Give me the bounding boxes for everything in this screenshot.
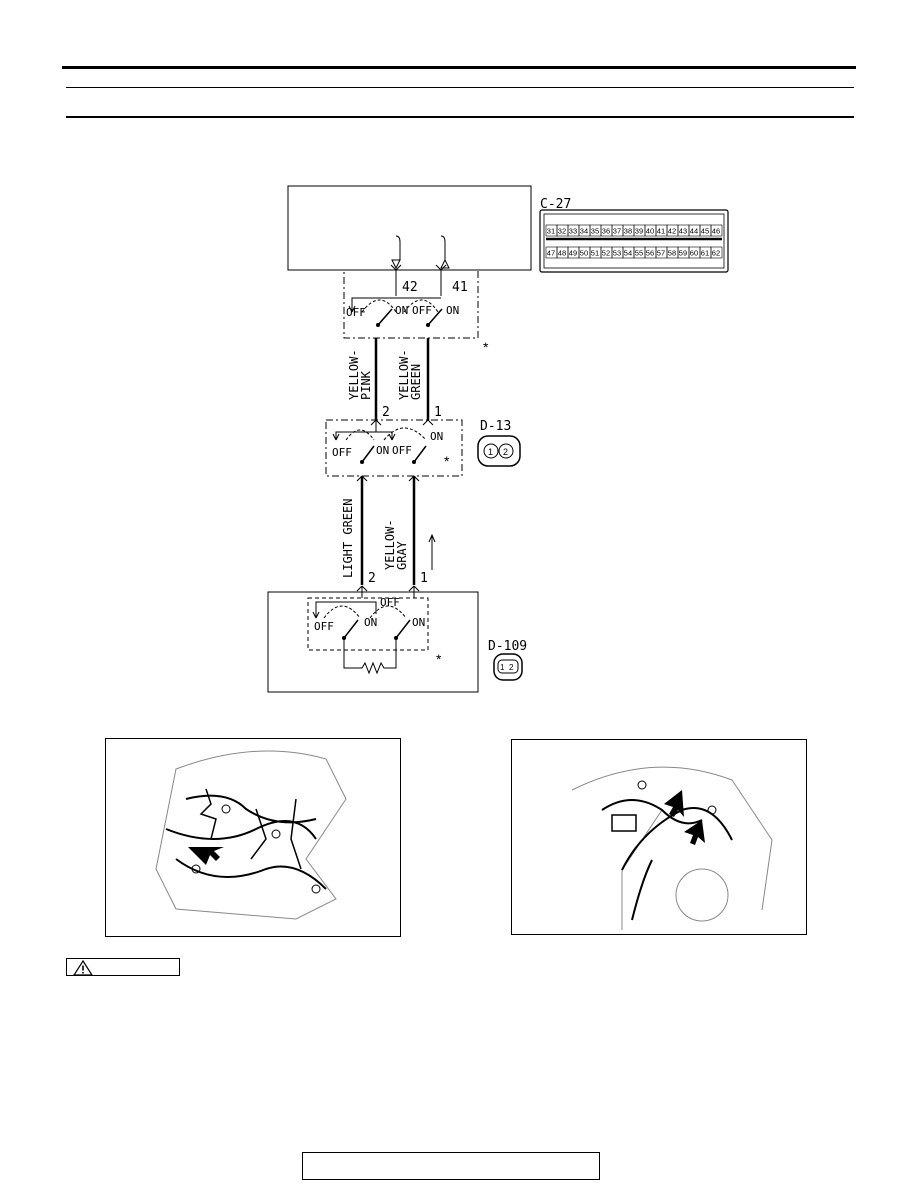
d109-asterisk: * <box>436 651 442 667</box>
c27-pin-number: 54 <box>624 249 632 258</box>
c27-pin-number: 41 <box>657 227 665 236</box>
c27-label: C-27 <box>540 197 571 212</box>
c27-pin-number: 48 <box>558 249 566 258</box>
wire-yellow-gray-label: YELLOW-GRAY <box>383 519 409 570</box>
c27-pin-number: 56 <box>646 249 654 258</box>
c27-pin-number: 55 <box>635 249 643 258</box>
header-bottom-rule <box>66 116 854 118</box>
c27-pin-number: 50 <box>580 249 588 258</box>
d13-connector <box>477 435 521 467</box>
wire-light-green-label: LIGHT GREEN <box>341 499 355 578</box>
d109-conn-pin-2: 2 <box>509 663 514 672</box>
locator-arrow-icon-2 <box>684 820 705 845</box>
c27-pin-number: 38 <box>624 227 632 236</box>
ecu-sw-on-2: ON <box>446 304 459 317</box>
d109-pin-1: 1 <box>420 571 428 586</box>
d13-pin-1: 1 <box>434 405 442 420</box>
warning-triangle-icon <box>73 960 93 976</box>
locator-arrow-icon-1 <box>664 790 684 817</box>
c27-pin-number: 47 <box>547 249 555 258</box>
c27-pin-number: 57 <box>657 249 665 258</box>
c27-pin-cell <box>710 246 723 259</box>
c27-pin-number: 32 <box>558 227 566 236</box>
ecu-terminal-42 <box>391 235 401 270</box>
d109-label: D-109 <box>488 639 527 654</box>
c27-pin-number: 43 <box>679 227 687 236</box>
c27-pin-number: 58 <box>668 249 676 258</box>
c27-pin-number: 40 <box>646 227 654 236</box>
d109-switch-box <box>307 597 429 651</box>
c27-pin-cell <box>710 224 723 237</box>
c27-pin-number: 59 <box>679 249 687 258</box>
c27-pin-number: 34 <box>580 227 588 236</box>
c27-pin-number: 51 <box>591 249 599 258</box>
ecu-asterisk: * <box>483 339 489 355</box>
switch-component-box <box>267 591 479 693</box>
c27-pin-number: 42 <box>668 227 676 236</box>
c27-pin-number: 62 <box>712 249 720 258</box>
ecu-pin-42: 42 <box>402 280 418 295</box>
resistor-icon <box>343 638 397 675</box>
d13-conn-pin-1: 1 <box>488 447 493 457</box>
d109-connector <box>493 653 523 681</box>
c27-pin-number: 31 <box>547 227 555 236</box>
header-divider <box>66 87 854 88</box>
d13-switch-box <box>325 419 463 477</box>
c27-pin-number: 37 <box>613 227 621 236</box>
rear-harness-illustration <box>511 739 807 935</box>
d13-sw-off-1: OFF <box>332 446 352 459</box>
footer-page-box <box>302 1152 600 1180</box>
ecu-terminal-41 <box>440 235 450 269</box>
locator-arrow-icon <box>188 847 224 865</box>
c27-pin-number: 49 <box>569 249 577 258</box>
ecu-box <box>287 185 532 271</box>
ecu-sw-off-1: OFF <box>346 306 366 319</box>
d13-label: D-13 <box>480 419 511 434</box>
c27-pin-number: 53 <box>613 249 621 258</box>
front-harness-illustration <box>105 738 401 937</box>
d109-sw-on-1: ON <box>364 616 377 629</box>
c27-pin-number: 60 <box>690 249 698 258</box>
d109-sw-off-2: OFF <box>380 596 400 609</box>
c27-pin-number: 44 <box>690 227 698 236</box>
current-direction-arrow <box>428 533 436 570</box>
c27-connector <box>539 209 729 273</box>
c27-pin-number: 39 <box>635 227 643 236</box>
c27-pin-number: 33 <box>569 227 577 236</box>
d13-sw-on-1: ON <box>376 444 389 457</box>
c27-pin-number: 35 <box>591 227 599 236</box>
d109-pin-2: 2 <box>368 571 376 586</box>
wire-yellow-green-label: YELLOW-GREEN <box>397 349 423 400</box>
d13-conn-pin-2: 2 <box>503 447 508 457</box>
ecu-switch-box <box>343 269 479 339</box>
d13-asterisk: * <box>444 453 450 469</box>
header-top-rule <box>62 66 856 69</box>
d109-sw-on-2: ON <box>412 616 425 629</box>
d13-sw-off-2: OFF <box>392 444 412 457</box>
ecu-sw-off-2: OFF <box>412 304 432 317</box>
d13-pin-2: 2 <box>382 405 390 420</box>
ecu-sw-on-1: ON <box>395 304 408 317</box>
c27-pin-number: 61 <box>701 249 709 258</box>
ecu-pin-41: 41 <box>452 280 468 295</box>
d109-conn-pin-1: 1 <box>500 663 505 672</box>
c27-pin-number: 36 <box>602 227 610 236</box>
c27-pin-number: 46 <box>712 227 720 236</box>
d109-sw-off-1: OFF <box>314 620 334 633</box>
d13-sw-on-2: ON <box>430 430 443 443</box>
c27-pin-number: 45 <box>701 227 709 236</box>
caution-box <box>66 958 180 976</box>
wire-yellow-pink-label: YELLOW-PINK <box>347 349 373 400</box>
c27-pin-number: 52 <box>602 249 610 258</box>
